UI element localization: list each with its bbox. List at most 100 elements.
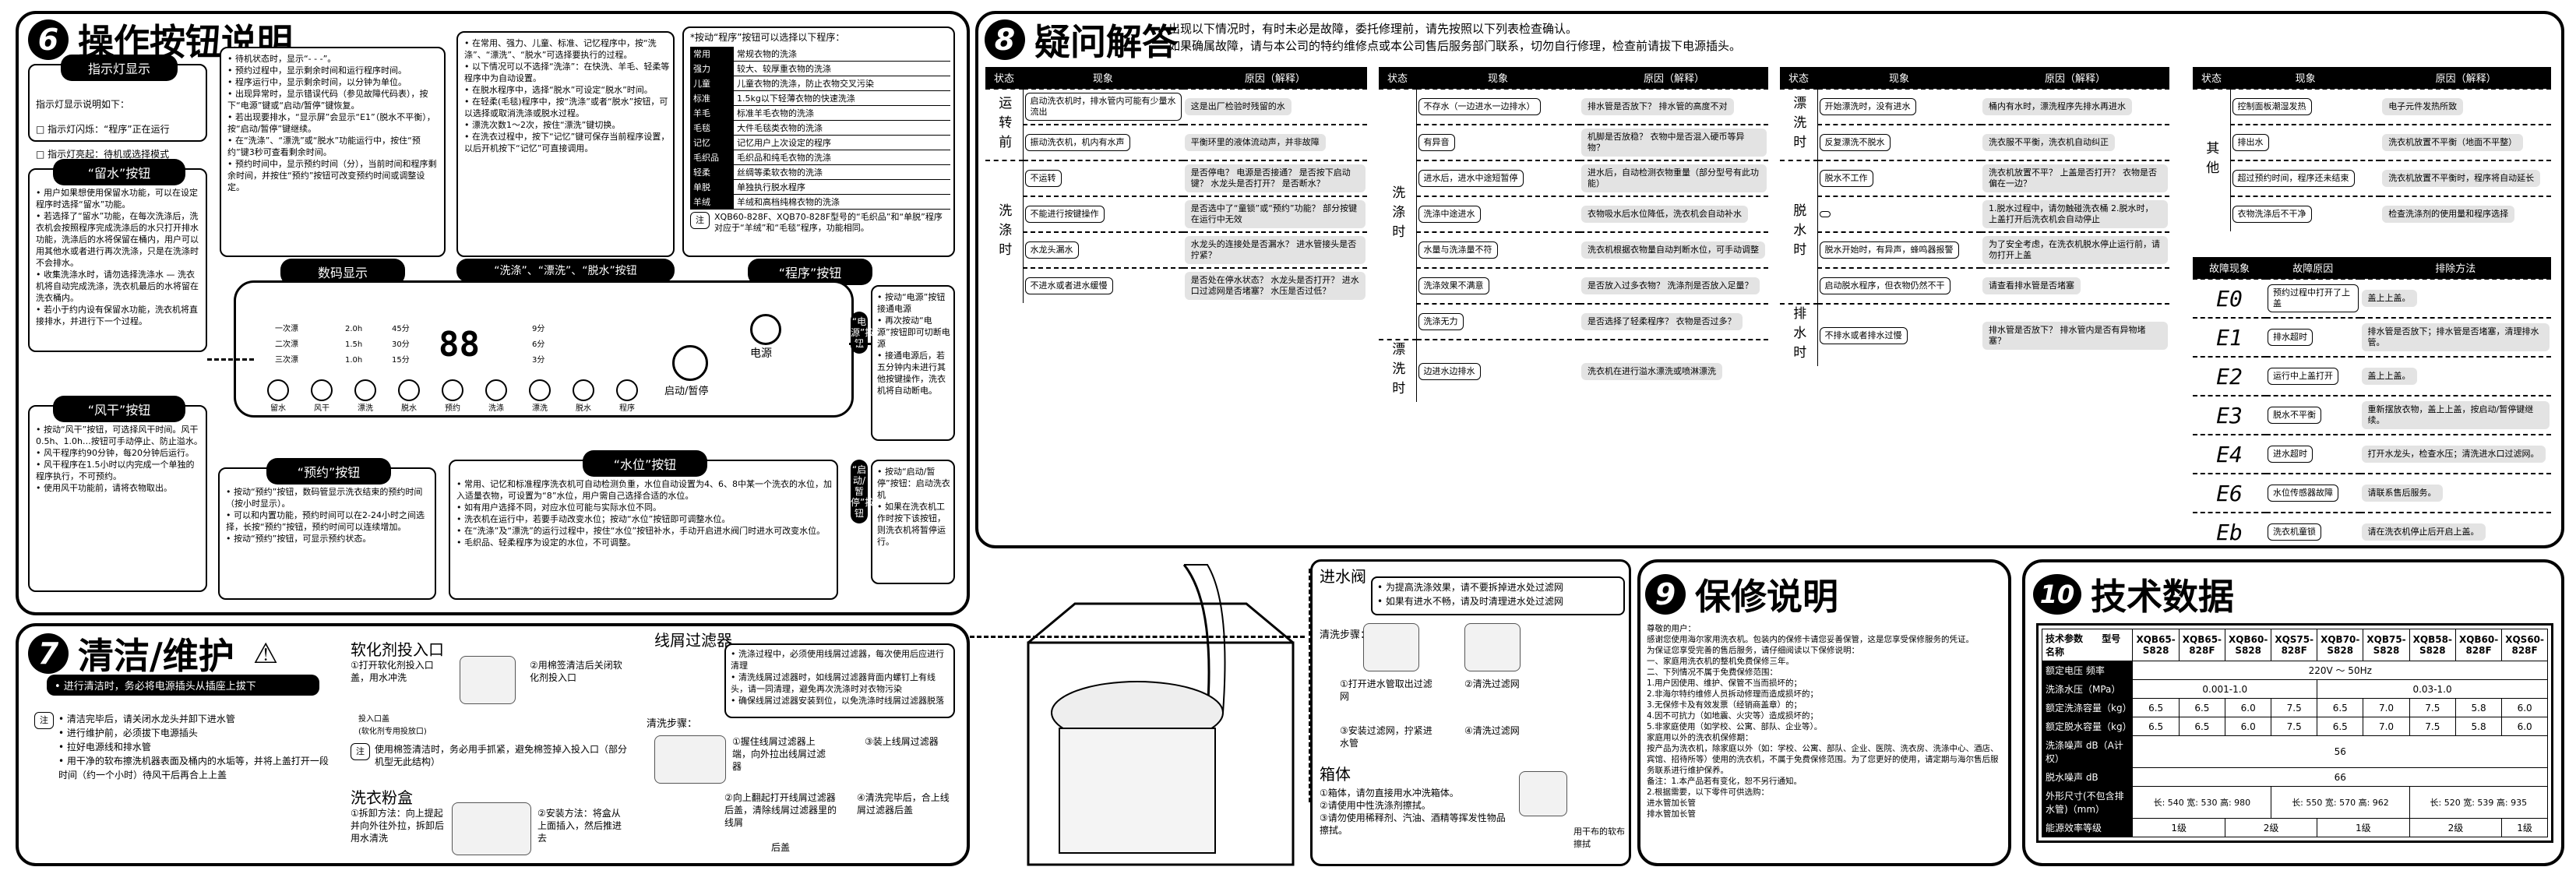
- panel-button[interactable]: 风干: [311, 379, 333, 413]
- indicator-line: □ 指示灯闪烁：“程序”正在运行: [36, 124, 170, 135]
- error-fix: 请在洗衣机停止后开启上盖。: [2359, 512, 2551, 551]
- tech-value: 7.5: [2271, 698, 2318, 717]
- cause-text: 请查看排水管是否堵塞: [1982, 277, 2081, 294]
- cause-cell: 洗衣机放置不平衡（地面不平整）: [2380, 124, 2551, 160]
- cause-text: 是否处在停水状态？ 水龙头是否打开？ 进水口过滤网是否堵塞？ 水压是否过低？: [1184, 272, 1366, 300]
- cause-cell: 进水后，自动检测衣物重量（部分型号有此功能）: [1580, 160, 1768, 196]
- softener-step-2: ②用棉签清洁后关闭软化剂投入口: [530, 660, 622, 683]
- cause-text: 平衡环里的液体流动声，并非故障: [1184, 134, 1326, 151]
- model-header: XQB75-S828: [2363, 629, 2410, 661]
- troubleshoot-header: 状态: [1379, 67, 1416, 89]
- error-code: E0: [2193, 278, 2266, 318]
- tech-param-header: 技术参数 型号名称: [2041, 629, 2134, 661]
- cabinet-title: 箱体: [1320, 765, 1351, 784]
- error-fix: 重新摆放衣物，盖上上盖，按启动/暂停键继续。: [2359, 395, 2551, 435]
- cause-text: 是否选中了“童锁”或“预约”功能？ 部分按键在运行中无效: [1184, 200, 1366, 228]
- tech-value: 6.5: [2132, 717, 2180, 736]
- symptom-text: 超过预约时间，程序还未结束: [2232, 170, 2355, 187]
- display-notes-text: • 待机状态时，显示“- - -”。 • 预约过程中，显示剩余时间和运行程序时间…: [227, 54, 437, 192]
- cause-text: 洗衣机在进行溢水漂洗或喷淋漂洗: [1581, 362, 1722, 380]
- tech-value: 7.5: [2409, 698, 2456, 717]
- filter-step-1: ①握住线屑过滤器上端，向外拉出线屑过滤器: [732, 736, 826, 772]
- cause-cell: 洗衣机放置不平？ 上盖是否打开？ 衣物是否偏在一边？: [1981, 160, 2169, 196]
- symptom-text: 脱水开始时，有异声，蜂鸣器报警: [1819, 241, 1959, 259]
- start-tab: “启动/暂停”按钮: [851, 460, 874, 523]
- troubleshoot-intro: 出现以下情况时，有时未必是故障，委托修理前，请先按照以下列表检查确认。 如果确属…: [1168, 22, 1742, 53]
- error-header: 排除方法: [2359, 257, 2551, 279]
- symptom-cell: 洗涤无力: [1416, 303, 1580, 340]
- program-block: *按动“程序”按钮可以选择以下程序： 常用常规衣物的洗涤强力较大、较厚重衣物的洗…: [682, 26, 955, 257]
- filter-mesh-illustration: [1464, 623, 1521, 671]
- troubleshoot-row: 排水时不排水或者排水过慢排水管是否放下？ 排水管内是否有异物堵塞？: [1780, 303, 2169, 366]
- panel-button[interactable]: 程序: [616, 379, 638, 413]
- panel-button[interactable]: 洗涤: [485, 379, 507, 413]
- panel-button[interactable]: 预约: [442, 379, 463, 413]
- program-head: *按动“程序”按钮可以选择以下程序：: [690, 32, 845, 43]
- water-keep-tab: “留水”按钮: [53, 159, 185, 185]
- softener-caption: 投入口盖 (软化剂专用投放口): [358, 715, 427, 736]
- water-level-text: • 常用、记忆和标准程序洗衣机可自动检测负重，水位自动设置为4、6、8中某一个洗…: [456, 479, 832, 548]
- troubleshoot-header: 原因（解释）: [1981, 67, 2169, 89]
- valve-line: • 如果有进水不畅，请及时清理进水处过滤网: [1377, 596, 1563, 607]
- section-9-title: 9 保修说明: [1645, 569, 1838, 620]
- detergent-step-2: ②安装方法：将盒从上面插入，然后推进去: [537, 808, 622, 844]
- softener-title: 软化剂投入口: [351, 640, 444, 659]
- indicator-line: □ 指示灯亮起：待机或选择模式: [36, 149, 170, 160]
- panel-button[interactable]: 漂洗: [354, 379, 376, 413]
- panel-label: 30分: [392, 340, 410, 349]
- power-block: • 按动“电源”按钮接通电源 • 再次按动“电源”按钮即可切断电源 • 接通电源…: [871, 285, 955, 441]
- troubleshoot-row: 漂洗时开始漂洗时，没有进水桶内有水时，漂洗程序先排水再进水: [1780, 88, 2169, 160]
- symptom-text: 不存水（一边进水一边排水）: [1418, 98, 1541, 115]
- panel-button[interactable]: 脱水: [398, 379, 420, 413]
- program-row: 记忆记忆用户上次设定的程序: [690, 135, 950, 150]
- troubleshoot-row: 振动洗衣机，机内有水声平衡环里的液体流动声，并非故障: [985, 124, 1367, 160]
- program-name: 标准: [690, 90, 734, 106]
- tech-param-label: 洗涤噪声 dB（A计权）: [2041, 735, 2134, 768]
- tech-value: 7.5: [2271, 717, 2318, 736]
- connector-line: [1309, 569, 1311, 802]
- cause-cell: 1.脱水过程中，请勿触碰洗衣桶 2.脱水时，上盖打开后洗衣机会自动停止: [1981, 196, 2169, 232]
- symptom-cell: 洗涤中途进水: [1416, 196, 1580, 232]
- control-panel: 一次漂 二次漂 三次漂 2.0h 1.5h 1.0h 45分 30分 15分 8…: [234, 280, 854, 418]
- cause-cell: 是否处在停水状态？ 水龙头是否打开？ 进水口过滤网是否堵塞？ 水压是否过低？: [1182, 267, 1367, 303]
- filter-back-cover-label: 后盖: [771, 842, 791, 853]
- symptom-cell: 不排水或者排水过慢: [1817, 303, 1981, 366]
- start-pause-button[interactable]: [672, 345, 708, 381]
- section-title-text: 保修说明: [1695, 576, 1838, 618]
- power-button[interactable]: [750, 314, 781, 345]
- round-button-icon: [616, 379, 638, 401]
- error-code: Eb: [2193, 512, 2266, 551]
- panel-button-label: 风干: [314, 404, 329, 413]
- troubleshoot-header: 原因（解释）: [2380, 67, 2551, 89]
- panel-label: 一次漂: [275, 325, 298, 333]
- tech-value: 1级: [2132, 818, 2226, 837]
- cause-text: 水龙头的连接处是否漏水？ 进水管接头是否拧紧？: [1184, 236, 1366, 264]
- panel-button[interactable]: 留水: [267, 379, 289, 413]
- error-fix: 盖上上盖。: [2359, 356, 2551, 396]
- panel-button[interactable]: 脱水: [573, 379, 594, 413]
- error-cause-text: 排水超时: [2268, 329, 2313, 346]
- error-cause-text: 运行中上盖打开: [2268, 368, 2338, 385]
- dry-tab: “风干”按钮: [53, 396, 185, 422]
- state-label: 漂洗时: [1379, 339, 1417, 402]
- program-desc: 毛织品和纯毛衣物的洗涤: [734, 150, 950, 165]
- reserve-text: • 按动“预约”按钮，数码管显示洗衣结束的预约时间（按小时显示）。 • 可以和内…: [226, 487, 425, 544]
- panel-label: 1.0h: [345, 356, 363, 365]
- panel-label: 6分: [532, 340, 545, 349]
- panel-button-label: 漂洗: [358, 404, 373, 413]
- cause-text: 这是出厂检验时残留的水: [1184, 98, 1292, 115]
- panel-button[interactable]: 漂洗: [529, 379, 551, 413]
- tech-value: 5.8: [2454, 717, 2503, 736]
- symptom-text: 有异音: [1418, 134, 1455, 151]
- symptom-cell: 有异音: [1416, 124, 1580, 160]
- program-name: 羊绒: [690, 194, 734, 210]
- symptom-text: 洗涤中途进水: [1418, 206, 1481, 223]
- cause-cell: 请查看排水管是否堵塞: [1981, 267, 2169, 304]
- round-button-icon: [485, 379, 507, 401]
- cause-cell: 洗衣机放置不平衡时，程序将自动延长: [2380, 160, 2551, 196]
- symptom-text: 边进水边排水: [1418, 362, 1481, 380]
- troubleshoot-header: 原因（解释）: [1580, 67, 1768, 89]
